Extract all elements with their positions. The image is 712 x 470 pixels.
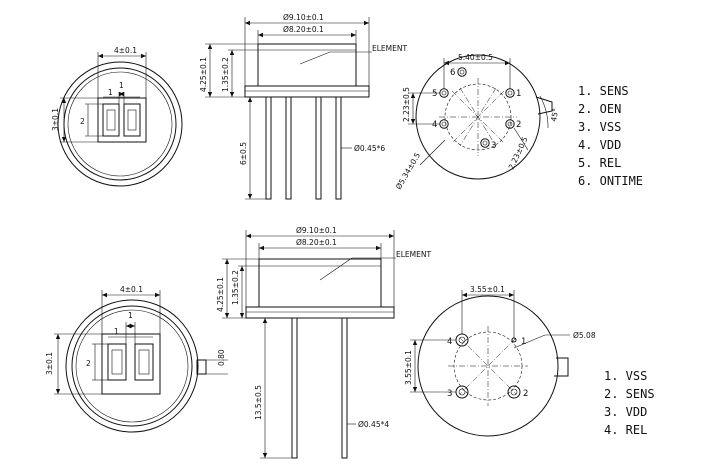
top-pin-circle-label: Ø5.34±0.5 xyxy=(394,151,422,191)
bottom-sensor-width-label: 4±0.1 xyxy=(120,285,143,294)
bottom-pin-2-label: 2 xyxy=(523,389,528,399)
top-pin-spacing-right-label: 2.23±0.5 xyxy=(507,135,530,171)
top-pin-spacing-top-label: 5.40±0.5 xyxy=(458,53,493,62)
bottom-window-diameter-label: Ø8.20±0.1 xyxy=(296,238,337,247)
bottom-legend-item-2: 2. SENS xyxy=(604,387,655,401)
top-tab-angle-label: 45° xyxy=(549,107,560,122)
top-top-view xyxy=(57,52,183,187)
top-sensor-width-label: 4±0.1 xyxy=(114,46,137,55)
bottom-legend-item-3: 3. VDD xyxy=(604,405,647,419)
bottom-pin-spacing-top-label: 3.55±0.1 xyxy=(470,285,505,294)
top-pin-3-label: 3 xyxy=(491,141,496,151)
top-height-label: 4.25±0.1 xyxy=(199,57,208,92)
top-bottom-view xyxy=(408,54,553,180)
top-legend-item-1: 1. SENS xyxy=(578,84,629,98)
top-legend-item-6: 6. ONTIME xyxy=(578,174,643,188)
top-lead-diameter-label: Ø0.45*6 xyxy=(354,144,385,153)
bottom-cap-height-label: 1.35±0.2 xyxy=(231,270,240,305)
bottom-pin-4-label: 4 xyxy=(447,337,452,347)
bottom-height-label: 4.25±0.1 xyxy=(216,277,225,312)
bottom-legend-item-1: 1. VSS xyxy=(604,369,647,383)
top-side-view xyxy=(205,17,372,200)
top-sensor-small-3: 2 xyxy=(80,117,85,126)
top-lead-length-label: 6±0.5 xyxy=(239,142,248,165)
bottom-sensor-small-1: 1 xyxy=(128,311,133,320)
bottom-lead-diameter-label: Ø0.45*4 xyxy=(358,420,389,429)
top-body-diameter-label: Ø9.10±0.1 xyxy=(283,13,324,22)
top-pin-4-label: 4 xyxy=(432,120,437,130)
top-sensor-height-label: 3±0.1 xyxy=(51,108,60,131)
bottom-tab-width-label: 0.80 xyxy=(217,349,226,366)
top-legend-item-4: 4. VDD xyxy=(578,138,621,152)
bottom-lead-length-label: 13.5±0.5 xyxy=(254,385,263,420)
top-legend-item-5: 5. REL xyxy=(578,156,621,170)
bottom-top-view xyxy=(54,290,228,433)
bottom-pin-1-label: 1 xyxy=(521,337,526,347)
bottom-side-view xyxy=(222,230,396,459)
bottom-bottom-view xyxy=(410,290,570,437)
top-pin-1-label: 1 xyxy=(516,89,521,99)
bottom-element-label: ELEMENT xyxy=(396,250,431,259)
top-pin-2-label: 2 xyxy=(516,120,521,130)
bottom-sensor-small-2: 1 xyxy=(114,327,119,336)
bottom-pin-spacing-left-label: 3.55±0.1 xyxy=(404,350,413,385)
top-legend-item-3: 3. VSS xyxy=(578,120,621,134)
top-legend-item-2: 2. OEN xyxy=(578,102,621,116)
bottom-pin-circle-label: Ø5.08 xyxy=(573,331,596,340)
top-sensor-small-2: 1 xyxy=(108,88,113,97)
top-pin-5-label: 5 xyxy=(432,89,437,99)
top-pin-spacing-left-label: 2.23±0.5 xyxy=(402,87,411,122)
bottom-pin-3-label: 3 xyxy=(447,389,452,399)
top-cap-height-label: 1.35±0.2 xyxy=(221,57,230,92)
top-sensor-small-1: 1 xyxy=(119,81,124,90)
top-element-label: ELEMENT xyxy=(372,44,407,53)
bottom-sensor-height-label: 3±0.1 xyxy=(45,352,54,375)
bottom-sensor-small-3: 2 xyxy=(86,359,91,368)
bottom-body-diameter-label: Ø9.10±0.1 xyxy=(296,226,337,235)
bottom-legend-item-4: 4. REL xyxy=(604,423,647,437)
top-pin-6-label: 6 xyxy=(450,68,455,78)
top-window-diameter-label: Ø8.20±0.1 xyxy=(283,25,324,34)
